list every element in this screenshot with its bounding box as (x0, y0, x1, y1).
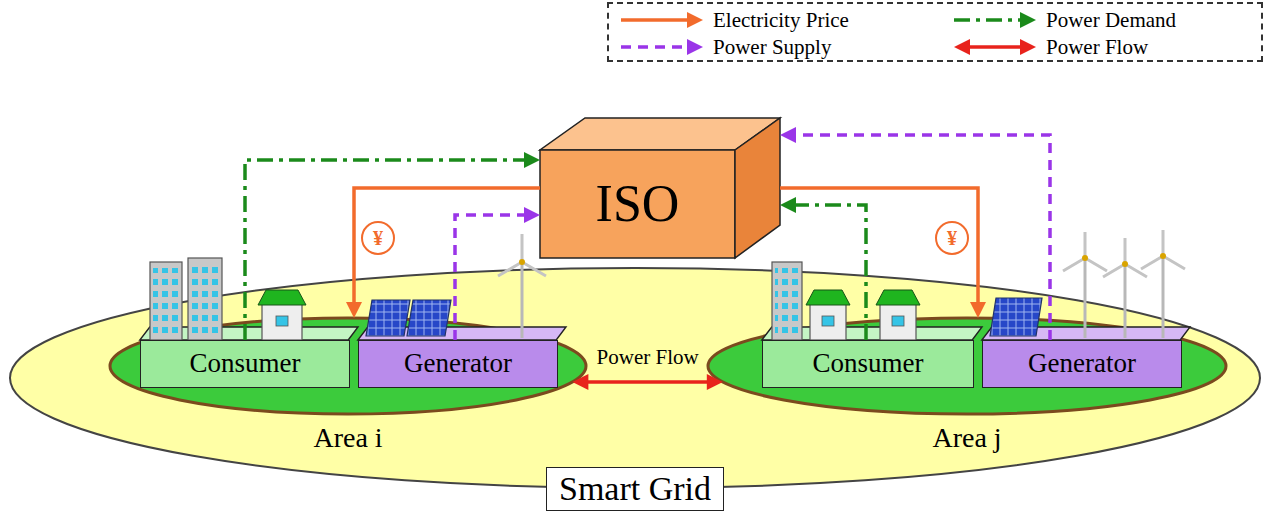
supply-sample-line (621, 45, 689, 49)
legend-text: Power Supply (713, 35, 831, 59)
box-top-face (139, 326, 361, 340)
label-holder: Power Flow (597, 345, 699, 369)
office-building (188, 258, 222, 340)
supply-arrow (780, 127, 1050, 340)
generator-box: Generator (982, 340, 1182, 388)
box-top (982, 327, 1190, 340)
box-top (762, 327, 982, 340)
turbine-hub (1082, 255, 1088, 261)
iso-box: ISO (540, 118, 780, 258)
building-windows (191, 264, 219, 334)
turbine-blades (1141, 230, 1185, 269)
office-building (772, 262, 802, 340)
box-top (358, 327, 566, 340)
house-window (822, 316, 834, 326)
legend-text: Electricity Price (713, 8, 849, 32)
text-holder: Area j (706, 420, 1228, 456)
turbine-hub (519, 259, 525, 265)
arrowhead (524, 207, 540, 223)
box-label: Consumer (190, 348, 301, 379)
area-outline (110, 318, 586, 414)
solar-panel (990, 298, 1042, 336)
text-holder: Consumer (141, 341, 349, 387)
legend-entry: Power Flow (1046, 35, 1148, 59)
flow-sample-head (1020, 39, 1036, 55)
iso-side-face (735, 118, 780, 258)
text-holder: Area i (108, 420, 588, 456)
text-holder: ISO (540, 150, 735, 258)
area-label: Area j (932, 422, 1001, 454)
house-roof (806, 290, 850, 305)
price-symbol: ¥ (361, 221, 395, 255)
building-windows (775, 268, 799, 334)
arrowhead (524, 152, 540, 168)
house-window (892, 316, 904, 326)
consumer-box: Consumer (762, 340, 974, 388)
house-roof (876, 290, 920, 305)
box-top (140, 327, 358, 340)
turbine-blades (1063, 232, 1107, 271)
box-label: Generator (1028, 348, 1136, 379)
area-region: Area j Consumer Generator (706, 316, 1228, 466)
iso-label: ISO (596, 174, 680, 234)
grid-label: Smart Grid (546, 467, 724, 510)
edge-label: Power Flow (597, 345, 699, 369)
label-holder: ¥ (361, 221, 395, 255)
demand-sample-line (954, 18, 1022, 22)
supply-sample-head (687, 39, 703, 55)
office-building (150, 262, 182, 340)
legend-text: Power Flow (1046, 35, 1148, 59)
area-region: Area i Consumer Generator (108, 316, 588, 466)
solar-panel (407, 300, 451, 336)
box-top-face (357, 326, 569, 340)
box-label: Consumer (813, 348, 924, 379)
legend-entry: Power Supply (713, 35, 831, 59)
house-roof (258, 290, 306, 305)
house (880, 304, 916, 340)
iso-front-face (540, 150, 735, 258)
text-holder: Consumer (763, 341, 973, 387)
turbine-tower (1162, 256, 1165, 338)
label-holder: ¥ (935, 221, 969, 255)
demand-sample-head (1020, 12, 1036, 28)
flow-sample-line (967, 45, 1022, 49)
arrowhead (780, 127, 796, 143)
box-top-face (981, 326, 1193, 340)
turbine-blades (1103, 238, 1147, 277)
text-holder: Generator (983, 341, 1181, 387)
price-symbol: ¥ (935, 221, 969, 255)
area-label: Area i (313, 422, 382, 454)
grid-outline (10, 268, 1260, 488)
legend-entry: Power Demand (1046, 8, 1176, 32)
connector-line (585, 380, 710, 384)
area-outline (708, 318, 1226, 414)
legend-box: Electricity Price Power DemandPower Suppl… (607, 2, 1263, 62)
turbine-hub (1160, 253, 1166, 259)
building-windows (153, 268, 179, 334)
text-holder: Generator (359, 341, 557, 387)
flow-sample-head (954, 39, 970, 55)
turbine-tower (1124, 264, 1127, 338)
price-sample-line (621, 18, 689, 22)
legend-entry: Electricity Price (713, 8, 849, 32)
box-label: Generator (404, 348, 512, 379)
generator-box: Generator (358, 340, 558, 388)
arrowhead (780, 197, 796, 213)
house-window (276, 316, 288, 326)
turbine-tower (521, 262, 524, 338)
smart-grid-region: Smart Grid Area i Consumer GeneratorArea j C… (8, 266, 1262, 516)
consumer-box: Consumer (140, 340, 350, 388)
legend-text: Power Demand (1046, 8, 1176, 32)
price-sample-head (687, 12, 703, 28)
solar-panel (366, 300, 410, 336)
turbine-hub (1122, 261, 1128, 267)
box-top-face (761, 326, 985, 340)
text-holder: Smart Grid (8, 464, 1262, 514)
house (810, 304, 846, 340)
turbine-tower (1084, 258, 1087, 338)
house (262, 304, 302, 340)
